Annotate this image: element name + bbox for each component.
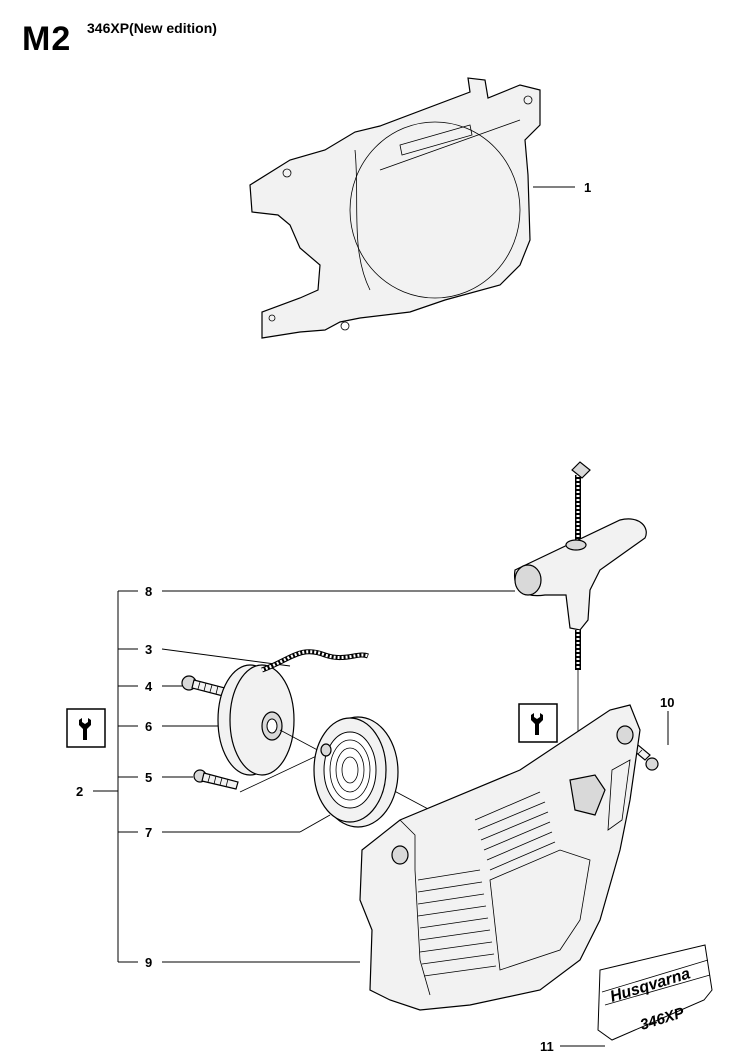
callout-9: 9 — [145, 955, 152, 970]
bracket-hole — [282, 168, 292, 178]
callout-10: 10 — [660, 695, 674, 710]
callout-4: 4 — [145, 679, 153, 694]
bracket-rib — [354, 149, 371, 291]
part-9-starter-cover[interactable] — [359, 704, 641, 1011]
callout-11: 11 — [540, 1039, 554, 1054]
group-bracket-2 — [93, 591, 119, 962]
bracket-body — [249, 77, 541, 339]
assembly-axis — [239, 751, 326, 793]
callout-7: 7 — [145, 825, 152, 840]
part-4-screw[interactable] — [181, 675, 226, 697]
bracket-opening — [349, 121, 521, 299]
part-7-spring[interactable] — [313, 716, 399, 828]
part-8-handle[interactable] — [514, 461, 647, 670]
wrench-info-icon — [518, 703, 558, 743]
part-3-rope[interactable] — [261, 649, 369, 673]
callout-2: 2 — [76, 784, 83, 799]
leader-3 — [161, 648, 291, 667]
callout-5: 5 — [145, 770, 152, 785]
bracket-edge — [379, 119, 521, 171]
bracket-hole — [523, 95, 533, 105]
bracket-hole — [268, 314, 276, 322]
model-title: 346XP(New edition) — [87, 20, 217, 36]
page-code: M2 — [22, 20, 72, 58]
bracket-hole — [340, 321, 350, 331]
callout-3: 3 — [145, 642, 152, 657]
callout-8: 8 — [145, 584, 152, 599]
part-1-bracket[interactable] — [249, 77, 541, 339]
callout-1: 1 — [584, 180, 591, 195]
callout-6: 6 — [145, 719, 152, 734]
wrench-info-icon — [66, 708, 106, 748]
part-11-decal[interactable]: Husqvarna 346XP — [597, 944, 713, 1041]
part-5-screw[interactable] — [193, 769, 239, 790]
part-6-pulley[interactable] — [217, 664, 295, 776]
bracket-slot — [399, 124, 473, 156]
